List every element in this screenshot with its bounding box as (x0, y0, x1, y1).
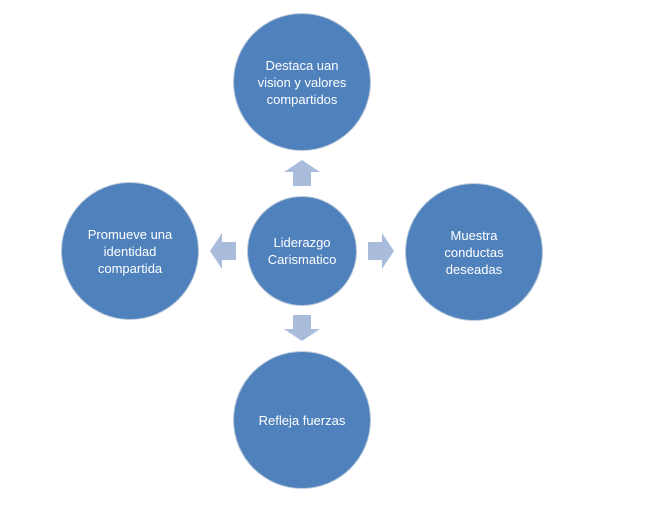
node-top: Destaca uan vision y valores compartidos (234, 14, 370, 150)
center-node: Liderazgo Carismatico (248, 197, 356, 305)
arrow-right-icon (368, 233, 394, 269)
node-right-label: Muestra conductas deseadas (444, 227, 504, 277)
node-top-label: Destaca uan vision y valores compartidos (257, 57, 347, 107)
arrow-down-icon (284, 315, 320, 341)
node-bottom-label: Refleja fuerzas (258, 412, 346, 428)
arrow-up-icon (284, 160, 320, 186)
node-bottom: Refleja fuerzas (234, 352, 370, 488)
node-left: Promueve una identidad compartida (62, 183, 198, 319)
center-node-label: Liderazgo Carismatico (267, 235, 337, 267)
node-left-label: Promueve una identidad compartida (87, 226, 173, 276)
node-right: Muestra conductas deseadas (406, 184, 542, 320)
arrow-left-icon (210, 233, 236, 269)
